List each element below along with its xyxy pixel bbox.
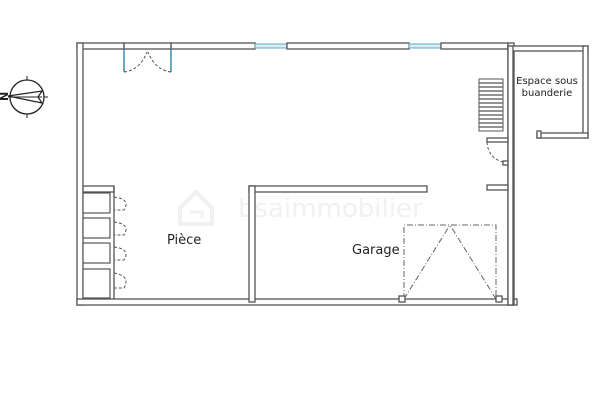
room-label-garage: Garage bbox=[352, 243, 400, 258]
room-label-espace-line2: buanderie bbox=[522, 88, 573, 99]
watermark-text: bsaimmobilier bbox=[238, 194, 423, 224]
compass-north-label: N bbox=[0, 92, 11, 101]
exterior-walls bbox=[76, 42, 518, 306]
storage-unit bbox=[82, 217, 111, 239]
door-stairs bbox=[486, 137, 509, 191]
window bbox=[254, 43, 288, 49]
storage-unit bbox=[82, 242, 111, 264]
watermark: bsaimmobilier bbox=[178, 189, 423, 226]
storage-unit bbox=[82, 192, 111, 214]
window bbox=[408, 43, 442, 49]
house-logo-icon bbox=[178, 189, 214, 226]
room-label-piece: Pièce bbox=[167, 233, 201, 248]
stairs bbox=[478, 78, 504, 132]
north-arrow-compass-icon: N bbox=[0, 76, 48, 118]
room-label-espace-line1: Espace sous bbox=[516, 76, 578, 87]
storage-unit bbox=[82, 268, 111, 299]
room-espace-sous-buanderie: Espace sous buanderie bbox=[507, 45, 589, 306]
storage-units bbox=[82, 185, 127, 299]
garage-walls bbox=[248, 185, 428, 303]
entrance-double-door bbox=[123, 42, 172, 73]
garage-door bbox=[398, 224, 503, 303]
